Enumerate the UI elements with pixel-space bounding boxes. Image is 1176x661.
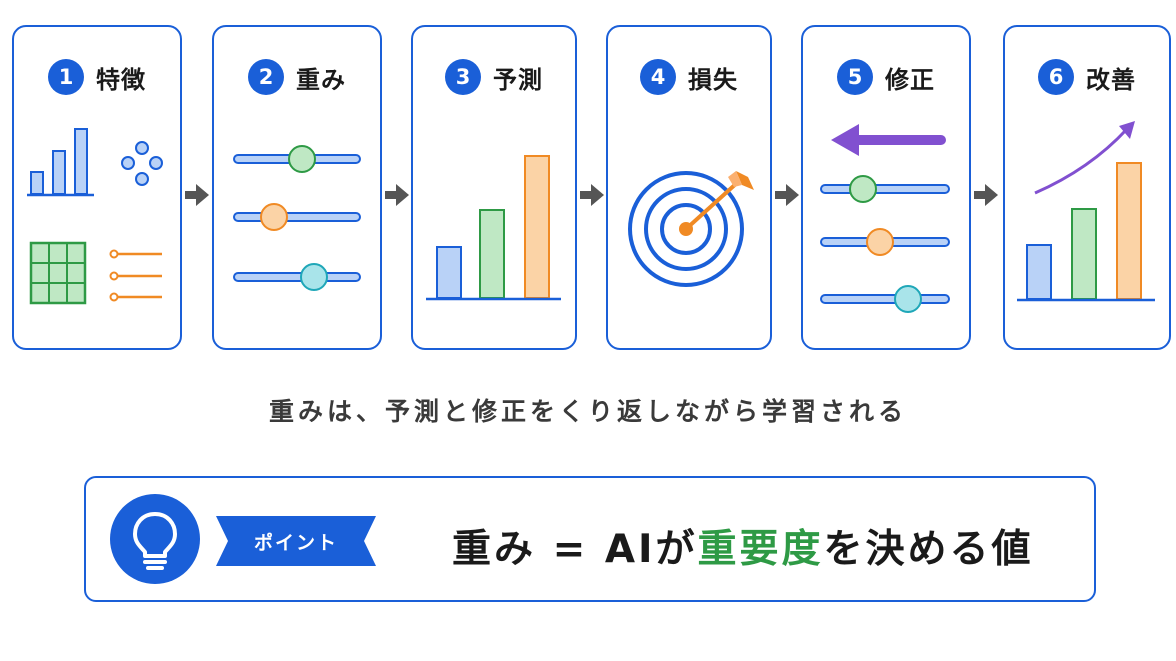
process-caption: 重みは、予測と修正をくり返しながら学習される <box>268 397 907 426</box>
step-number: 1 <box>48 59 84 95</box>
flow-arrow-icon <box>580 184 604 206</box>
target-icon <box>628 171 754 287</box>
tag-ribbon-shape <box>216 516 376 566</box>
prediction-bars-icon <box>426 155 561 301</box>
point-message-suffix: を決める値 <box>823 527 1034 572</box>
flow-arrow-icon <box>775 184 799 206</box>
point-message-highlight: 重要度 <box>697 527 824 572</box>
weight-sliders-icon <box>233 145 361 291</box>
flow-arrow-icon <box>385 184 409 206</box>
step-number: 5 <box>837 59 873 95</box>
improvement-chart-icon <box>1017 121 1155 302</box>
step-number: 4 <box>640 59 676 95</box>
step-card-features: 1 特徴 <box>12 25 182 350</box>
features-icon <box>27 128 163 305</box>
step-card-weights: 2 重み <box>212 25 382 350</box>
key-point-box: ポイント 重み = AIが重要度を決める値 <box>84 476 1096 602</box>
lightbulb-icon <box>110 494 200 584</box>
step-number: 6 <box>1038 59 1074 95</box>
step-title: 特徴 <box>96 65 146 94</box>
adjust-sliders-icon <box>820 124 950 313</box>
point-tag: ポイント <box>216 516 376 570</box>
step-title: 修正 <box>885 65 935 94</box>
step-card-loss: 4 損失 <box>606 25 772 350</box>
step-card-prediction: 3 予測 <box>411 25 577 350</box>
flow-arrow-icon <box>185 184 209 206</box>
step-title: 損失 <box>688 65 738 94</box>
flow-arrow-icon <box>974 184 998 206</box>
point-message-prefix: 重み = AIが <box>452 527 698 572</box>
step-title: 予測 <box>493 65 543 94</box>
step-number: 3 <box>445 59 481 95</box>
step-card-correction: 5 修正 <box>801 25 971 350</box>
point-tag-label: ポイント <box>253 531 338 554</box>
step-title: 重み <box>296 65 346 94</box>
point-message: 重み = AIが重要度を決める値 <box>452 518 1034 574</box>
step-card-improvement: 6 改善 <box>1003 25 1171 350</box>
step-title: 改善 <box>1086 65 1136 94</box>
step-number: 2 <box>248 59 284 95</box>
